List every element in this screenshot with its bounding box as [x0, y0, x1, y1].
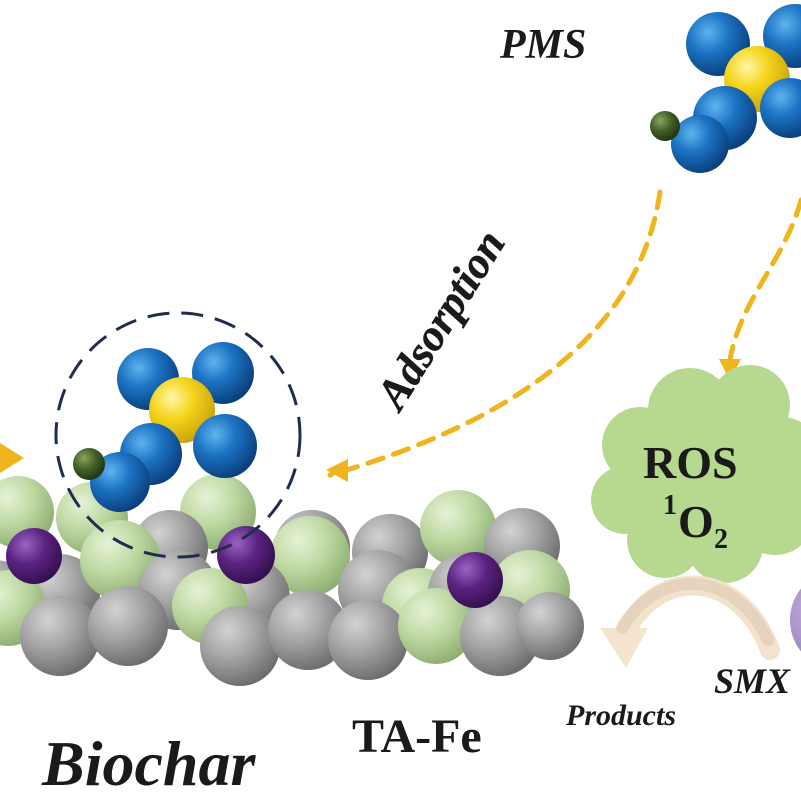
tafe-label: TA-Fe: [352, 710, 482, 763]
biochar-carbon-sphere: [88, 586, 168, 666]
biochar-carbon-sphere: [268, 590, 348, 670]
ros-cloud: [591, 365, 801, 583]
adsorption-arrow: [327, 189, 663, 478]
ros-arrow-head: [719, 359, 741, 381]
ros-label: ROS: [643, 437, 738, 488]
reaction-arrows: [600, 575, 801, 668]
free-pms-molecule: [650, 4, 801, 173]
biochar-label: Biochar: [41, 728, 256, 799]
products-curve-arrow-head: [600, 628, 648, 668]
adsorbed-pms-highlight: [54, 311, 302, 559]
adsorption-arrow-head: [326, 459, 348, 482]
fe-atom: [6, 528, 62, 584]
singlet-oxygen-symbol: O: [678, 496, 714, 547]
oxygen-atom: [193, 414, 257, 478]
oxygen-atom: [90, 452, 150, 512]
hydrogen-atom: [650, 111, 680, 141]
oxygen-atom: [192, 342, 254, 404]
tannic-acid-sphere: [398, 588, 474, 664]
smx-curve-arrow: [616, 578, 774, 646]
smx-label: SMX: [714, 661, 791, 701]
fe-atom: [217, 526, 275, 584]
pms-label: PMS: [499, 22, 586, 68]
biochar-carbon-sphere: [20, 596, 100, 676]
tannic-acid-sphere: [270, 516, 350, 596]
smx-molecule-edge: [790, 588, 801, 652]
dashed-arrows: [0, 189, 801, 482]
hydrogen-atom: [73, 448, 105, 480]
singlet-oxygen-formula: 1 O 2: [663, 490, 728, 555]
left-arrow-head: [0, 443, 24, 473]
singlet-oxygen-superscript: 1: [663, 490, 677, 521]
oxygen-atom: [760, 78, 801, 138]
adsorption-label: Adsorption: [365, 221, 514, 420]
biochar-carbon-sphere: [328, 600, 408, 680]
singlet-oxygen-subscript: 2: [714, 524, 728, 555]
biochar-carbon-sphere: [200, 606, 280, 686]
ros-arrow: [727, 197, 801, 363]
tannic-acid-sphere: [420, 490, 496, 566]
oxygen-atom: [671, 115, 729, 173]
products-label: Products: [565, 699, 676, 732]
biochar-sphere-layer: [0, 474, 584, 686]
biochar-carbon-sphere: [516, 592, 584, 660]
sulfur-atom: [149, 377, 215, 443]
fe-atom: [447, 552, 503, 608]
adsorbed-pms-molecule: [73, 342, 257, 512]
